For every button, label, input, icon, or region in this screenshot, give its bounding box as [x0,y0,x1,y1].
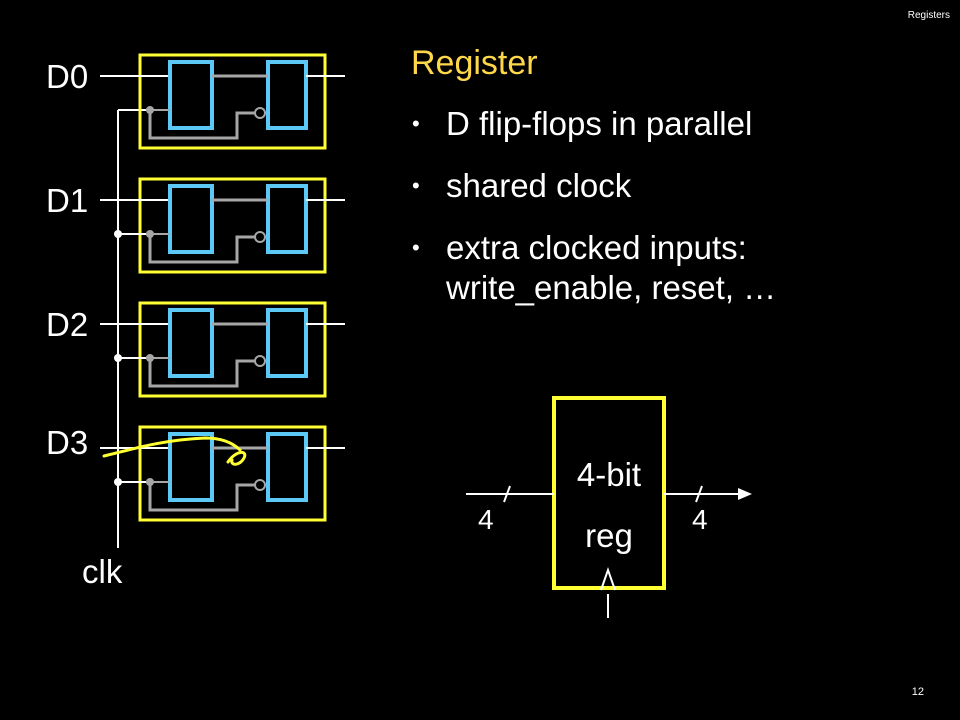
flipflop-box [138,425,327,522]
latch-slave [266,432,308,502]
clock-triangle [600,566,616,591]
register-block [466,396,752,618]
flipflop-box [138,301,327,398]
bullet-list: D flip-flops in parallel shared clock ex… [412,104,776,330]
input-label-d3: D3 [46,424,89,461]
page-number: 12 [911,686,924,698]
bullet-item: extra clocked inputs: write_enable, rese… [412,228,776,308]
latch-master [168,308,214,378]
clock-label: clk [82,553,123,590]
slide-title: Register [411,44,538,82]
inverter-bubble [254,479,266,491]
input-label-d1: D1 [46,182,89,219]
flipflop-box [138,177,327,274]
input-bus-width: 4 [478,504,494,535]
bus-slash-out [695,485,703,503]
bus-slash-in [503,485,511,503]
inverter-bubble [254,107,266,119]
input-label-d0: D0 [46,58,89,95]
bullet-text: extra clocked inputs: [446,229,747,266]
register-label-size: 4-bit [576,456,642,493]
bullet-item: D flip-flops in parallel [412,104,776,144]
inverter-bubble [254,355,266,367]
latch-slave [266,184,308,254]
flipflop-0 [100,53,345,150]
latch-master [168,432,214,502]
latch-slave [266,308,308,378]
latch-slave [266,60,308,130]
section-header: Registers [907,10,950,21]
output-arrow [738,488,752,500]
flipflop-1 [100,177,345,274]
handwritten-annotation [102,436,247,466]
bullet-text: shared clock [446,167,632,204]
register-label-name: reg [585,517,633,554]
flipflop-box [138,53,327,150]
latch-master [168,60,214,130]
inverter-bubble [254,231,266,243]
bullet-item: shared clock [412,166,776,206]
bullet-text-continued: write_enable, reset, … [446,269,777,306]
output-bus-width: 4 [692,504,708,535]
latch-master [168,184,214,254]
flipflop-2 [100,301,345,398]
bullet-text: D flip-flops in parallel [446,105,753,142]
input-label-d2: D2 [46,306,89,343]
